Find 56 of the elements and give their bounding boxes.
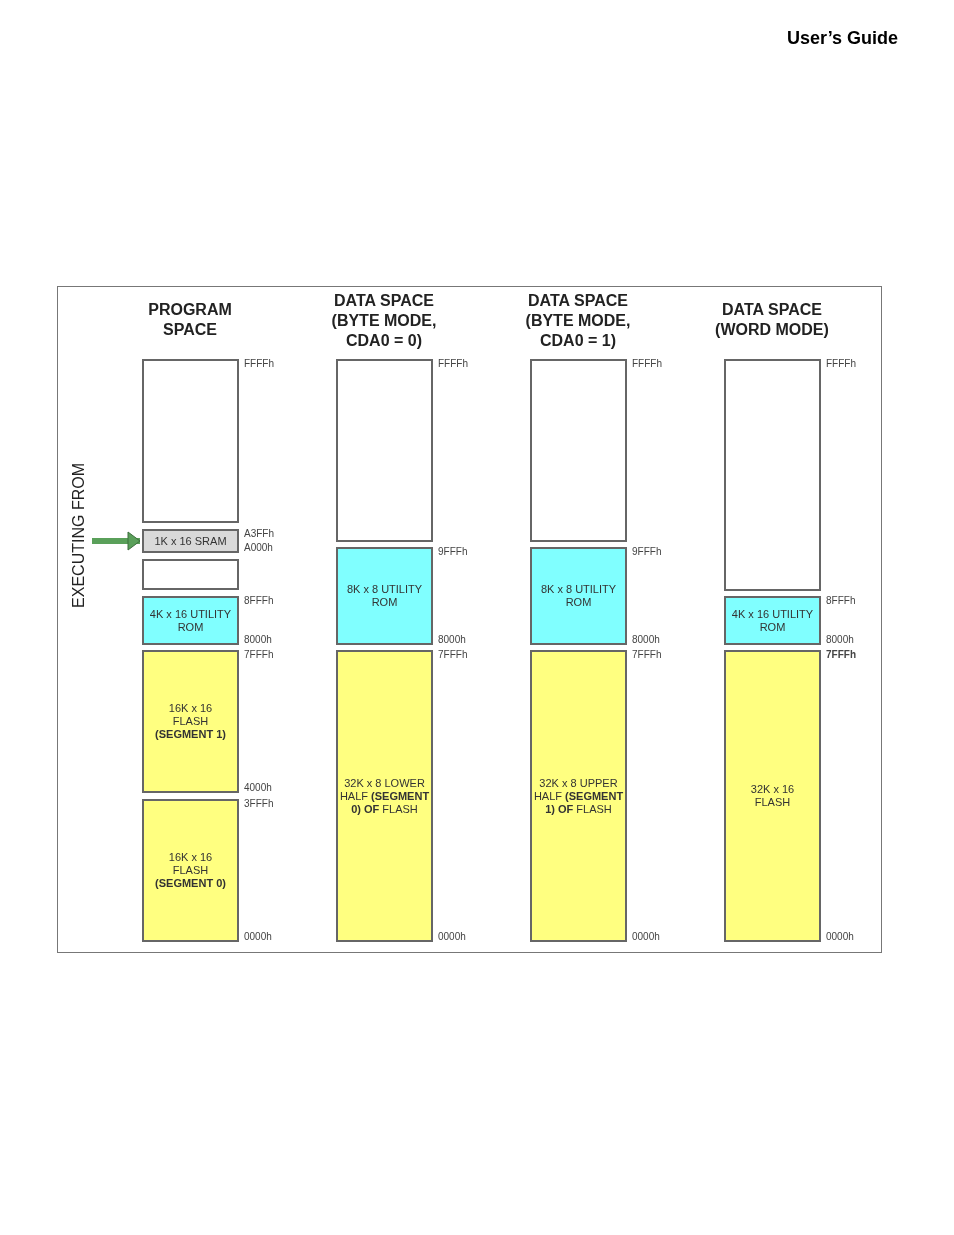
- address-label: FFFFh: [826, 358, 856, 369]
- address-label: 3FFFh: [244, 798, 274, 809]
- empty-memory-block: [142, 559, 239, 590]
- block-label: 8K x 8 UTILITY ROM: [539, 583, 618, 609]
- address-label: FFFFh: [632, 358, 662, 369]
- memory-block: [142, 529, 239, 553]
- address-label: 7FFFh: [826, 649, 856, 660]
- address-label: 8FFFh: [826, 595, 856, 606]
- block-label: 32K x 16 FLASH: [749, 783, 796, 809]
- address-label: 0000h: [438, 931, 466, 942]
- empty-memory-block: [724, 359, 821, 591]
- block-label: 4K x 16 UTILITY ROM: [148, 607, 233, 634]
- arrow: [92, 531, 141, 551]
- address-label: 8000h: [244, 634, 272, 645]
- page-header: User’s Guide: [786, 28, 898, 49]
- address-label: FFFFh: [438, 358, 468, 369]
- memory-block: [530, 650, 627, 942]
- address-label: 8000h: [632, 634, 660, 645]
- column-heading: DATA SPACE (BYTE MODE, CDA0 = 0): [330, 291, 438, 351]
- address-label: 0000h: [826, 931, 854, 942]
- address-label: 7FFFh: [244, 649, 274, 660]
- address-label: 9FFFh: [632, 546, 662, 557]
- column-heading: DATA SPACE (WORD MODE): [714, 300, 830, 340]
- block-label: 4K x 16 UTILITY ROM: [730, 607, 815, 634]
- block-label: 16K x 16 FLASH (SEGMENT 0): [154, 851, 227, 890]
- block-label: 1K x 16 SRAM: [153, 534, 228, 548]
- block-label: 8K x 8 UTILITY ROM: [345, 583, 424, 609]
- memory-block: [142, 596, 239, 645]
- column-heading: DATA SPACE (BYTE MODE, CDA0 = 1): [524, 291, 632, 351]
- address-label: 8000h: [438, 634, 466, 645]
- address-label: FFFFh: [244, 358, 274, 369]
- memory-block: [724, 650, 821, 942]
- address-label: A000h: [244, 542, 273, 553]
- memory-block: [336, 650, 433, 942]
- block-label: 32K x 8 LOWER HALF (SEGMENT 0) OF FLASH: [338, 776, 431, 816]
- address-label: 7FFFh: [632, 649, 662, 660]
- memory-block: [142, 799, 239, 942]
- address-label: 8FFFh: [244, 595, 274, 606]
- empty-memory-block: [336, 359, 433, 542]
- address-label: 7FFFh: [438, 649, 468, 660]
- address-label: 9FFFh: [438, 546, 468, 557]
- memory-block: [336, 547, 433, 645]
- address-label: 8000h: [826, 634, 854, 645]
- block-label: 16K x 16 FLASH (SEGMENT 1): [154, 702, 227, 741]
- column-heading: PROGRAM SPACE: [147, 300, 233, 340]
- memory-block: [724, 596, 821, 645]
- address-label: A3FFh: [244, 528, 274, 539]
- address-label: 4000h: [244, 782, 272, 793]
- vertical-label: EXECUTING FROM: [70, 463, 88, 608]
- address-label: 0000h: [632, 931, 660, 942]
- address-label: 0000h: [244, 931, 272, 942]
- memory-block: [142, 650, 239, 793]
- empty-memory-block: [530, 359, 627, 542]
- memory-block: [530, 547, 627, 645]
- empty-memory-block: [142, 359, 239, 523]
- block-label: 32K x 8 UPPER HALF (SEGMENT 1) OF FLASH: [532, 776, 625, 816]
